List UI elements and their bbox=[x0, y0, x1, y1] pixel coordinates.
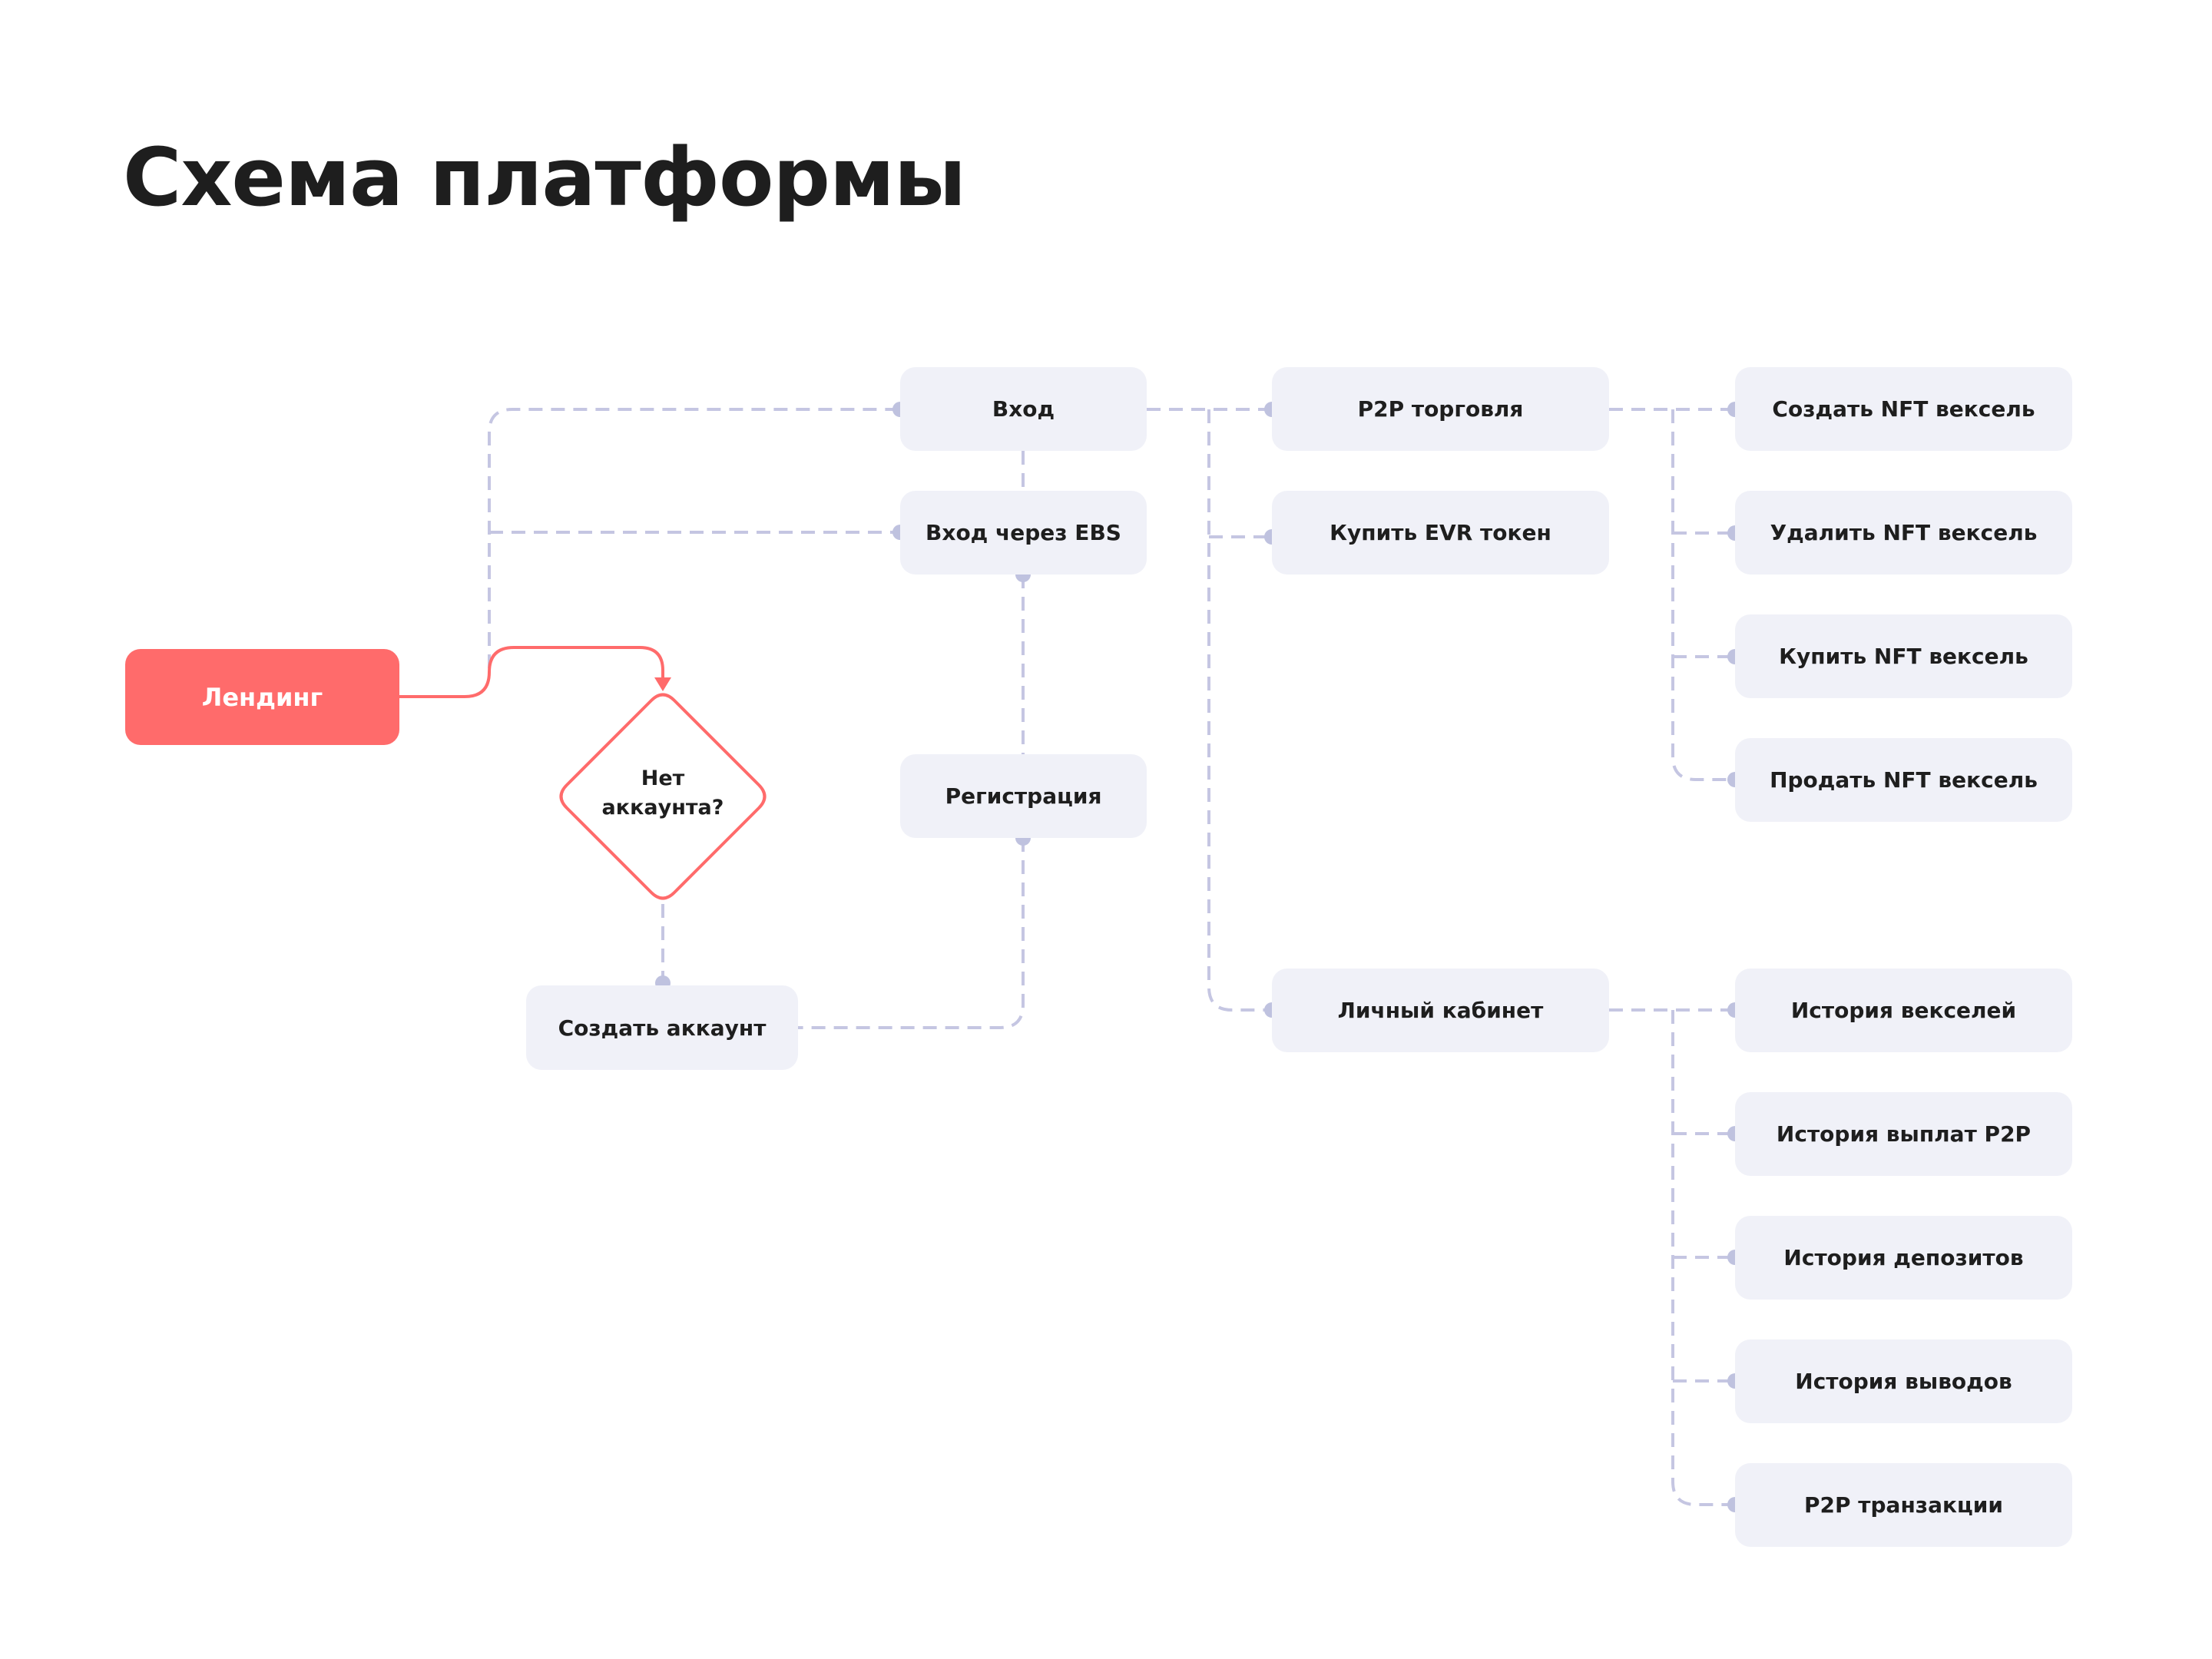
node-login[interactable]: Вход bbox=[900, 367, 1147, 451]
node-landing[interactable]: Лендинг bbox=[125, 649, 399, 745]
node-withdraw-history[interactable]: История выводов bbox=[1735, 1339, 2072, 1423]
node-buy-nft[interactable]: Купить NFT вексель bbox=[1735, 614, 2072, 698]
decision-line-1: Нет bbox=[641, 767, 685, 790]
connector-registration-create bbox=[798, 838, 1025, 1029]
node-buy-evr[interactable]: Купить EVR токен bbox=[1272, 491, 1609, 575]
node-p2p-trading[interactable]: P2P торговля bbox=[1272, 367, 1609, 451]
decision-diamond bbox=[559, 693, 767, 900]
connector-trunk-p2p bbox=[1671, 409, 1735, 781]
node-create-account[interactable]: Создать аккаунт bbox=[526, 985, 798, 1070]
connector-trunk-mid bbox=[1207, 409, 1272, 1012]
landing-to-decision-arrow-line bbox=[399, 646, 664, 698]
connector-trunk-cabinet bbox=[1671, 1010, 1735, 1506]
node-p2p-payout-history[interactable]: История выплат P2P bbox=[1735, 1092, 2072, 1176]
node-create-nft[interactable]: Создать NFT вексель bbox=[1735, 367, 2072, 451]
node-cabinet[interactable]: Личный кабинет bbox=[1272, 969, 1609, 1052]
arrowhead-icon bbox=[654, 677, 671, 691]
node-delete-nft[interactable]: Удалить NFT вексель bbox=[1735, 491, 2072, 575]
node-p2p-transactions[interactable]: P2P транзакции bbox=[1735, 1463, 2072, 1547]
connector-landing-login bbox=[488, 408, 900, 668]
node-bill-history[interactable]: История векселей bbox=[1735, 969, 2072, 1052]
node-decision-label: Нет аккаунта? bbox=[586, 764, 740, 823]
node-login-ebs[interactable]: Вход через EBS bbox=[900, 491, 1147, 575]
node-deposit-history[interactable]: История депозитов bbox=[1735, 1216, 2072, 1300]
decision-line-2: аккаунта? bbox=[601, 796, 724, 820]
node-sell-nft[interactable]: Продать NFT вексель bbox=[1735, 738, 2072, 822]
page-title: Схема платформы bbox=[123, 131, 966, 224]
node-registration[interactable]: Регистрация bbox=[900, 754, 1147, 838]
